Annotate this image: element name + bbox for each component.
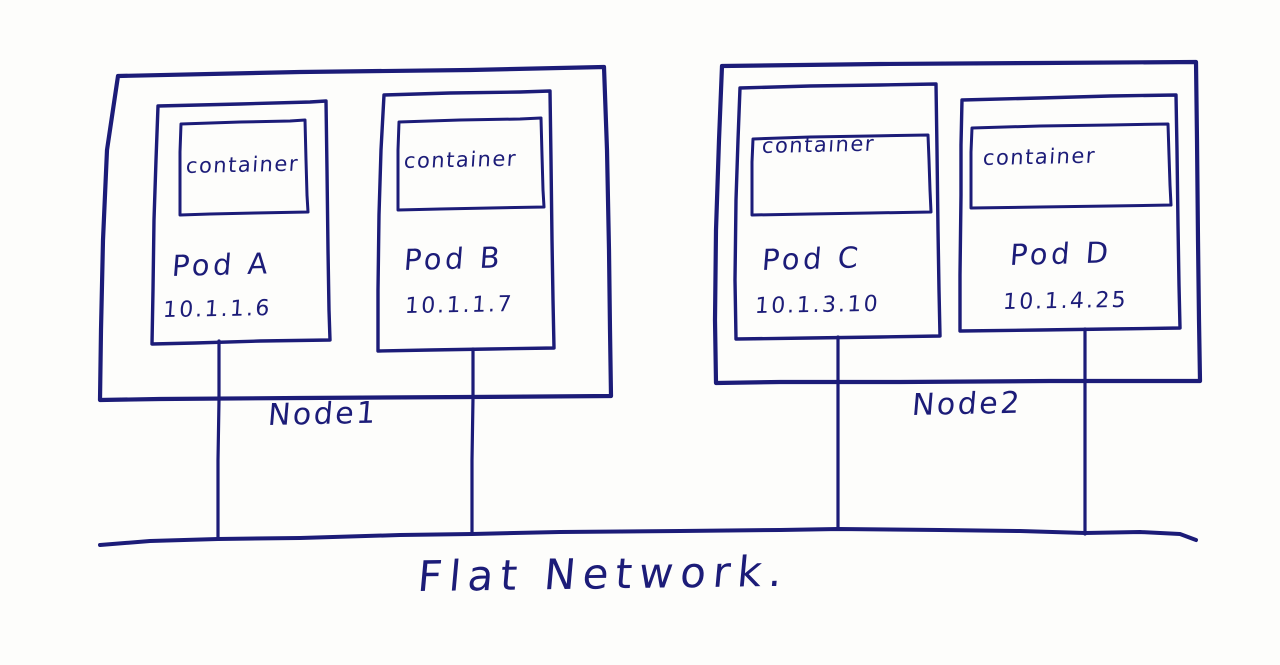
- pod-c-ip: 10.1.3.10: [754, 291, 881, 320]
- pod-c-container-label: container: [761, 131, 876, 159]
- pod-b-container-label: container: [403, 146, 518, 174]
- pod-d-boundary: [958, 93, 1182, 333]
- pod-d-container-label: container: [982, 143, 1097, 171]
- pod-a-name: Pod A: [170, 246, 273, 284]
- pod-b-name: Pod B: [402, 240, 505, 278]
- node1-label: Node1: [266, 395, 380, 434]
- pod-b-container-boundary: [396, 116, 546, 212]
- pod-b-boundary: [376, 89, 556, 353]
- pod-a-connector: [216, 339, 221, 540]
- pod-a-boundary: [150, 99, 332, 346]
- flat-network-caption: Flat Network.: [415, 546, 792, 602]
- node2-boundary: [712, 59, 1203, 386]
- pod-d-name: Pod D: [1008, 235, 1113, 273]
- flat-network-bus-line: [98, 527, 1198, 547]
- node2-label: Node2: [910, 385, 1024, 424]
- pod-a-ip: 10.1.1.6: [162, 296, 273, 324]
- pod-c-boundary: [733, 82, 942, 341]
- node1-boundary: [97, 64, 614, 403]
- pod-c-name: Pod C: [760, 240, 863, 278]
- pod-a-container-boundary: [178, 118, 310, 217]
- pod-d-ip: 10.1.4.25: [1002, 287, 1129, 316]
- pod-d-container-boundary: [969, 122, 1173, 210]
- pod-b-connector: [470, 347, 475, 536]
- pod-a-container-label: container: [185, 151, 300, 179]
- pod-b-ip: 10.1.1.7: [404, 292, 515, 320]
- pod-c-container-boundary: [750, 133, 933, 217]
